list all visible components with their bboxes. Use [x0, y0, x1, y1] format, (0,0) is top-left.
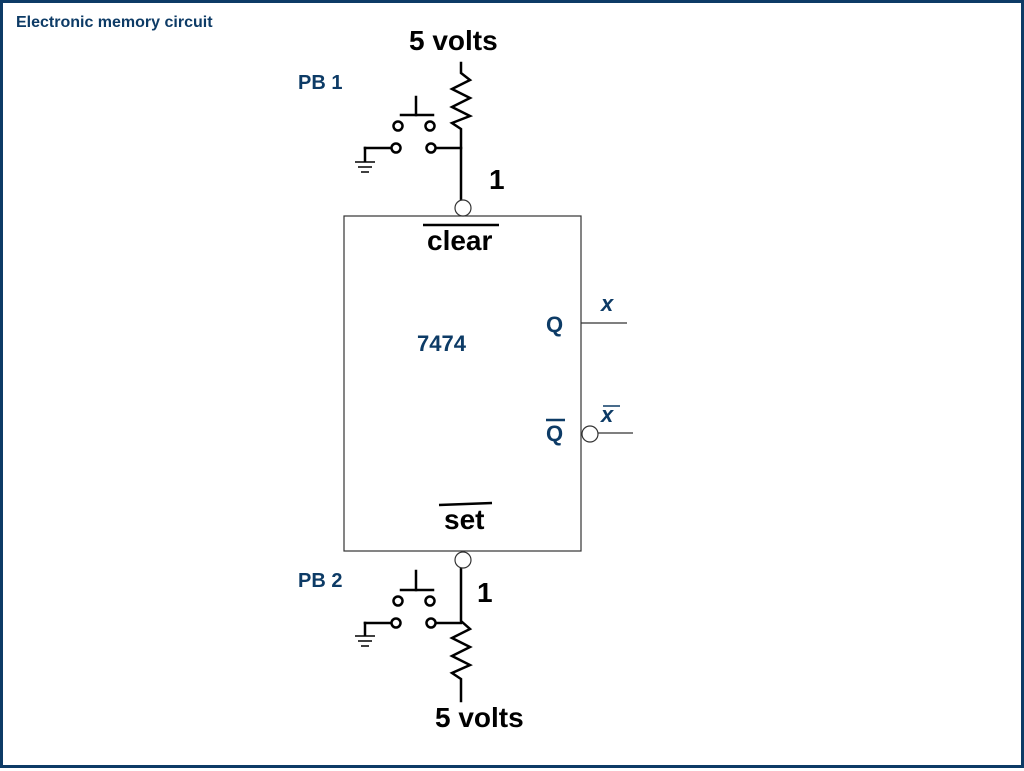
- pb2-contact-bottom-right: [425, 617, 437, 629]
- set-inversion-bubble: [454, 551, 472, 569]
- pb1-contact-bottom-right: [425, 142, 437, 154]
- clear-inversion-bubble: [454, 199, 472, 217]
- qbar-output-label: x: [601, 402, 614, 427]
- set-level-label: 1: [477, 577, 493, 608]
- qbar-pin-label: Q: [546, 421, 564, 446]
- top-resistor: [449, 61, 474, 202]
- slide-title: Electronic memory circuit: [16, 14, 213, 31]
- circuit-diagram: [343, 61, 633, 703]
- pb2-contact-bottom-left: [390, 617, 402, 629]
- pb1-ground-symbol: [355, 161, 375, 173]
- qbar-inversion-bubble: [581, 425, 599, 443]
- top-supply-label: 5 volts: [409, 25, 498, 56]
- set-overbar: [438, 501, 493, 507]
- pb1-contact-top-left: [392, 120, 404, 132]
- bottom-supply-label: 5 volts: [435, 702, 524, 733]
- pb2-contact-top-left: [392, 595, 404, 607]
- q-output-label: x: [601, 291, 614, 316]
- chip-name: 7474: [417, 331, 466, 356]
- chip-7474-body: [343, 215, 582, 552]
- pb1-contact-top-right: [424, 120, 436, 132]
- q-pin-label: Q: [546, 312, 564, 337]
- pb1-contact-bottom-left: [390, 142, 402, 154]
- pb1-label: PB 1: [298, 72, 343, 94]
- clear-pin-label: clear: [427, 225, 493, 256]
- pb2-ground-symbol: [355, 635, 375, 647]
- set-pin-label: set: [444, 504, 485, 535]
- pb2-contact-top-right: [424, 595, 436, 607]
- bottom-resistor: [449, 566, 473, 703]
- pb2-label: PB 2: [298, 570, 343, 592]
- clear-level-label: 1: [489, 164, 505, 195]
